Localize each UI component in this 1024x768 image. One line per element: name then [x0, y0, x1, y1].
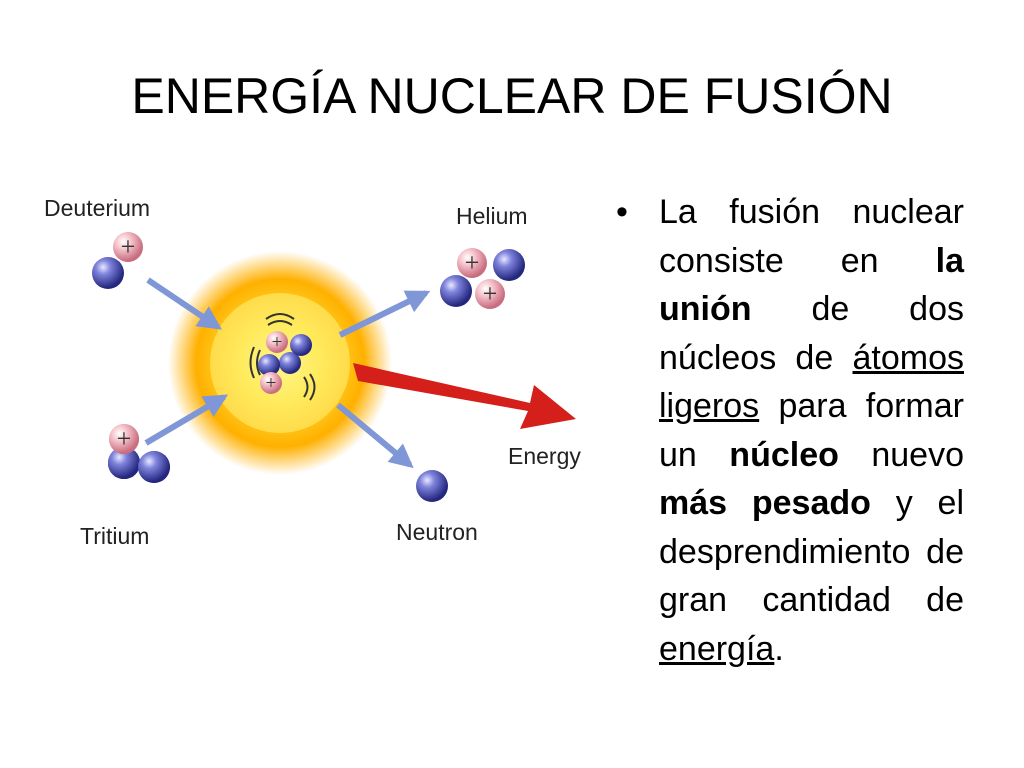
label-neutron: Neutron	[396, 519, 478, 545]
bold-nucleo: núcleo	[729, 435, 839, 474]
svg-text:+: +	[465, 248, 480, 277]
svg-text:+: +	[117, 424, 132, 453]
helium-nucleus: + +	[440, 248, 525, 309]
label-deuterium: Deuterium	[44, 195, 151, 221]
fusing-nuclei: + +	[249, 313, 316, 401]
neutron-arrow	[336, 402, 414, 469]
text-segment: La fusión nuclear consiste en	[659, 193, 964, 280]
label-energy: Energy	[508, 443, 581, 469]
fusion-diagram-graphic: + +	[92, 232, 576, 502]
bold-mas-pesado: más pesado	[659, 484, 871, 522]
tritium-nucleus: +	[108, 424, 170, 483]
neutron-particle	[416, 470, 448, 502]
bullet-list: • La fusión nuclear consiste en la unión…	[612, 188, 964, 673]
svg-text:+: +	[266, 373, 277, 394]
text-segment: para formar un	[659, 387, 964, 474]
text-segment: .	[774, 629, 784, 668]
energy-arrow	[353, 363, 576, 429]
bullet-symbol: •	[616, 193, 628, 231]
fusion-diagram: + +	[28, 185, 608, 565]
label-helium: Helium	[456, 203, 528, 229]
bold-la-union: la unión	[659, 241, 964, 329]
svg-text:+: +	[121, 232, 136, 261]
label-tritium: Tritium	[80, 523, 150, 549]
deuterium-arrow	[146, 277, 222, 330]
svg-text:+: +	[483, 279, 498, 308]
text-segment: de dos núcleos de	[659, 290, 964, 377]
underlined-energia: energía	[659, 629, 775, 668]
svg-text:+: +	[272, 332, 283, 353]
slide-title: ENERGÍA NUCLEAR DE FUSIÓN	[131, 68, 893, 124]
text-segment: nuevo	[838, 435, 964, 474]
deuterium-nucleus: +	[92, 232, 143, 289]
text-segment: y el desprendimiento de gran cantidad de	[659, 484, 965, 619]
underlined-atomos-ligeros: átomos ligeros	[659, 338, 964, 426]
bullet-paragraph: La fusión nuclear consiste en la unión d…	[659, 188, 964, 673]
helium-arrow	[338, 290, 431, 338]
tritium-arrow	[144, 394, 229, 446]
